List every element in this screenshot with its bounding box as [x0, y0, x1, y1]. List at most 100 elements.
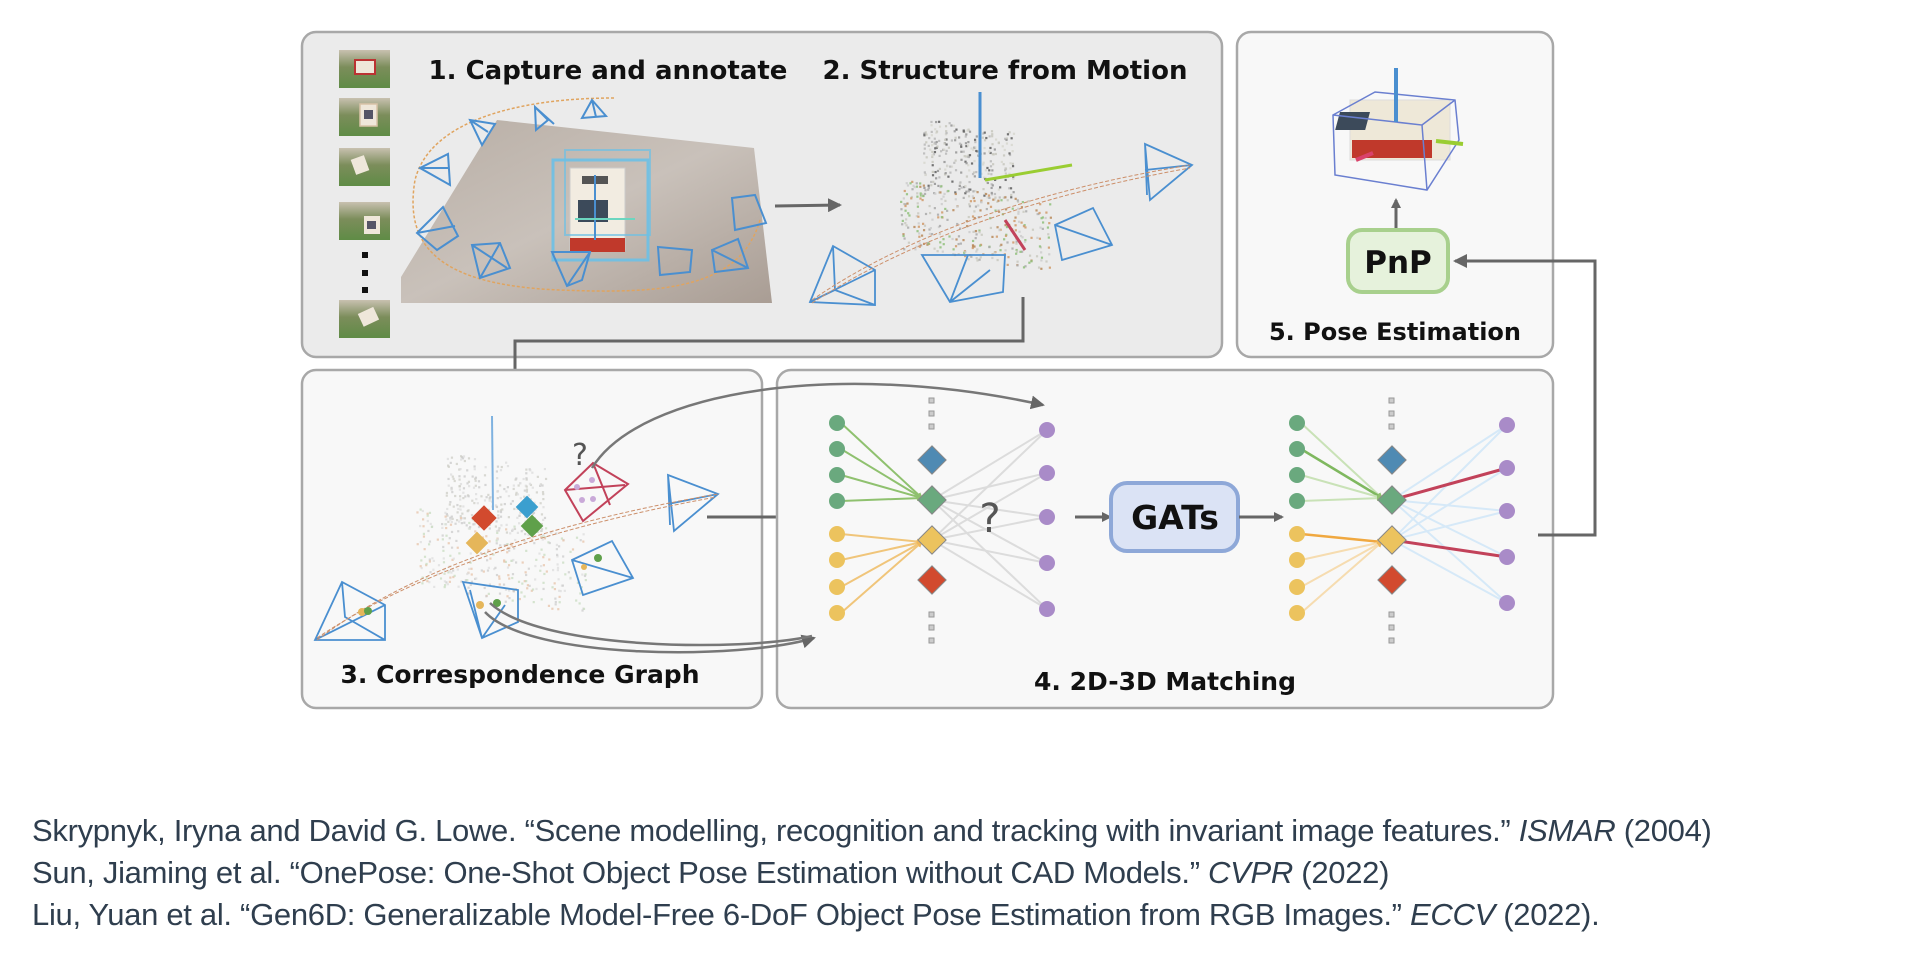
ellipsis-dot	[928, 397, 935, 404]
thumbnail	[339, 148, 390, 186]
object-with-bbox	[551, 149, 651, 262]
keypoint-2d-yellow	[829, 552, 845, 568]
query-keypoint	[1039, 422, 1055, 438]
pnp-block: PnP	[1346, 228, 1450, 294]
ellipsis-dot	[1388, 410, 1395, 417]
thumbnail	[339, 202, 390, 240]
keypoint-2d-yellow	[829, 579, 845, 595]
citation-text: Sun, Jiaming et al. “OnePose: One-Shot O…	[32, 855, 1209, 890]
edge-2d-to-3d	[1300, 540, 1383, 561]
diamond-red	[471, 505, 497, 531]
camera-rays	[316, 493, 719, 641]
citation: Sun, Jiaming et al. “OnePose: One-Shot O…	[32, 852, 1912, 894]
panel-correspondence: ? 3. Correspondence Graph	[300, 368, 818, 710]
edge-2d-to-3d	[1300, 532, 1383, 545]
edge-3d-to-2d	[931, 472, 1048, 501]
arrow-matching-to-pnp	[1453, 254, 1597, 537]
keypoint-3d-green	[1377, 485, 1407, 515]
ellipsis-dot	[1388, 611, 1395, 618]
keypoint-2d-yellow	[829, 526, 845, 542]
keypoints-3d	[465, 495, 544, 555]
graph-after-attention	[1289, 397, 1515, 644]
axis-z	[491, 415, 494, 511]
edge-2d-to-3d	[1300, 541, 1383, 614]
citation-venue: ECCV	[1410, 897, 1495, 932]
edge-3d-to-2d	[1391, 424, 1508, 501]
citation-text: Liu, Yuan et al. “Gen6D: Generalizable M…	[32, 897, 1402, 932]
edge-3d-to-2d	[931, 499, 1048, 564]
keypoint-2d-yellow	[1289, 605, 1305, 621]
edge-2d-to-3d	[1300, 474, 1383, 500]
edge-3d-to-2d	[931, 429, 1048, 501]
keypoint-2d-green	[1289, 415, 1305, 431]
query-camera	[563, 461, 630, 523]
posed-object	[1332, 68, 1464, 191]
match-edge	[1391, 466, 1508, 502]
edge-2d-to-3d	[1300, 541, 1383, 588]
citation: Liu, Yuan et al. “Gen6D: Generalizable M…	[32, 894, 1912, 936]
panel-title-capture: 1. Capture and annotate	[429, 56, 788, 86]
keypoint-2d-yellow	[1289, 552, 1305, 568]
diamond-blue	[515, 495, 539, 519]
axis-x	[1003, 219, 1027, 251]
panel-title-pose: 5. Pose Estimation	[1269, 318, 1521, 346]
edge-2d-to-3d	[1300, 495, 1383, 502]
diamond-yellow	[465, 531, 489, 555]
edge-3d-to-2d	[931, 429, 1048, 541]
query-keypoint	[1499, 595, 1515, 611]
edge-3d-to-2d	[931, 539, 1048, 610]
keypoint-2d-yellow	[1289, 526, 1305, 542]
query-keypoint	[1499, 417, 1515, 433]
keypoint-2d-yellow	[829, 605, 845, 621]
edge-2d-to-3d	[840, 422, 923, 499]
edge-2d-to-3d	[840, 495, 923, 502]
ellipsis-dot	[928, 410, 935, 417]
keypoint-2d-green	[1289, 441, 1305, 457]
citation-venue: ISMAR	[1518, 813, 1616, 848]
camera-trajectory	[412, 97, 761, 292]
edge-3d-to-2d	[1391, 499, 1508, 604]
query-keypoint	[1039, 555, 1055, 571]
keypoint-3d-red	[1377, 565, 1407, 595]
keypoint-2d-green	[1289, 467, 1305, 483]
arrow-capture-to-sfm	[774, 198, 842, 213]
keypoint-2d-green	[829, 467, 845, 483]
ellipsis-dot	[928, 624, 935, 631]
keypoint-2d-green	[829, 441, 845, 457]
keypoint-3d-yellow	[1377, 525, 1407, 555]
thumbnail	[339, 300, 390, 338]
keypoint-2d-yellow	[1289, 579, 1305, 595]
ellipsis-dot	[1388, 423, 1395, 430]
citation: Skrypnyk, Iryna and David G. Lowe. “Scen…	[32, 810, 1912, 852]
gats-block: GATs	[1109, 481, 1240, 553]
citations: Skrypnyk, Iryna and David G. Lowe. “Scen…	[32, 810, 1912, 936]
camera-frusta-sfm	[808, 142, 1194, 306]
query-keypoint	[1039, 601, 1055, 617]
ellipsis-dot	[1388, 397, 1395, 404]
panel-title-correspondence: 3. Correspondence Graph	[340, 660, 699, 689]
ellipsis-dot	[928, 637, 935, 644]
edge-2d-to-3d	[1300, 422, 1383, 499]
panel-title-sfm: 2. Structure from Motion	[823, 56, 1188, 86]
unknown-pose-marker: ?	[572, 438, 588, 473]
query-keypoint	[1499, 549, 1515, 565]
keypoint-3d-red	[917, 565, 947, 595]
edge-2d-to-3d	[840, 541, 923, 614]
graph-before-attention	[829, 397, 1055, 644]
edge-3d-to-2d	[1391, 499, 1508, 558]
gats-label: GATs	[1131, 498, 1219, 537]
edge-3d-to-2d	[1391, 510, 1508, 541]
ellipsis-icon	[362, 252, 368, 293]
arrow-db-to-2d-keypoints	[484, 611, 816, 654]
panel-pose: PnP 5. Pose Estimation	[1235, 30, 1555, 359]
unknown-match-marker: ?	[979, 496, 1000, 542]
arrow-query-to-2d-keypoints	[590, 382, 1045, 469]
edge-2d-to-3d	[1300, 447, 1383, 500]
ellipsis-dot	[1388, 637, 1395, 644]
edge-2d-to-3d	[840, 474, 923, 500]
citation-year: (2022)	[1292, 855, 1390, 890]
citation-year: (2004)	[1615, 813, 1712, 848]
edge-3d-to-2d	[1391, 499, 1508, 512]
panel-sfm: 2. Structure from Motion	[508, 56, 1194, 432]
pnp-label: PnP	[1364, 245, 1432, 281]
